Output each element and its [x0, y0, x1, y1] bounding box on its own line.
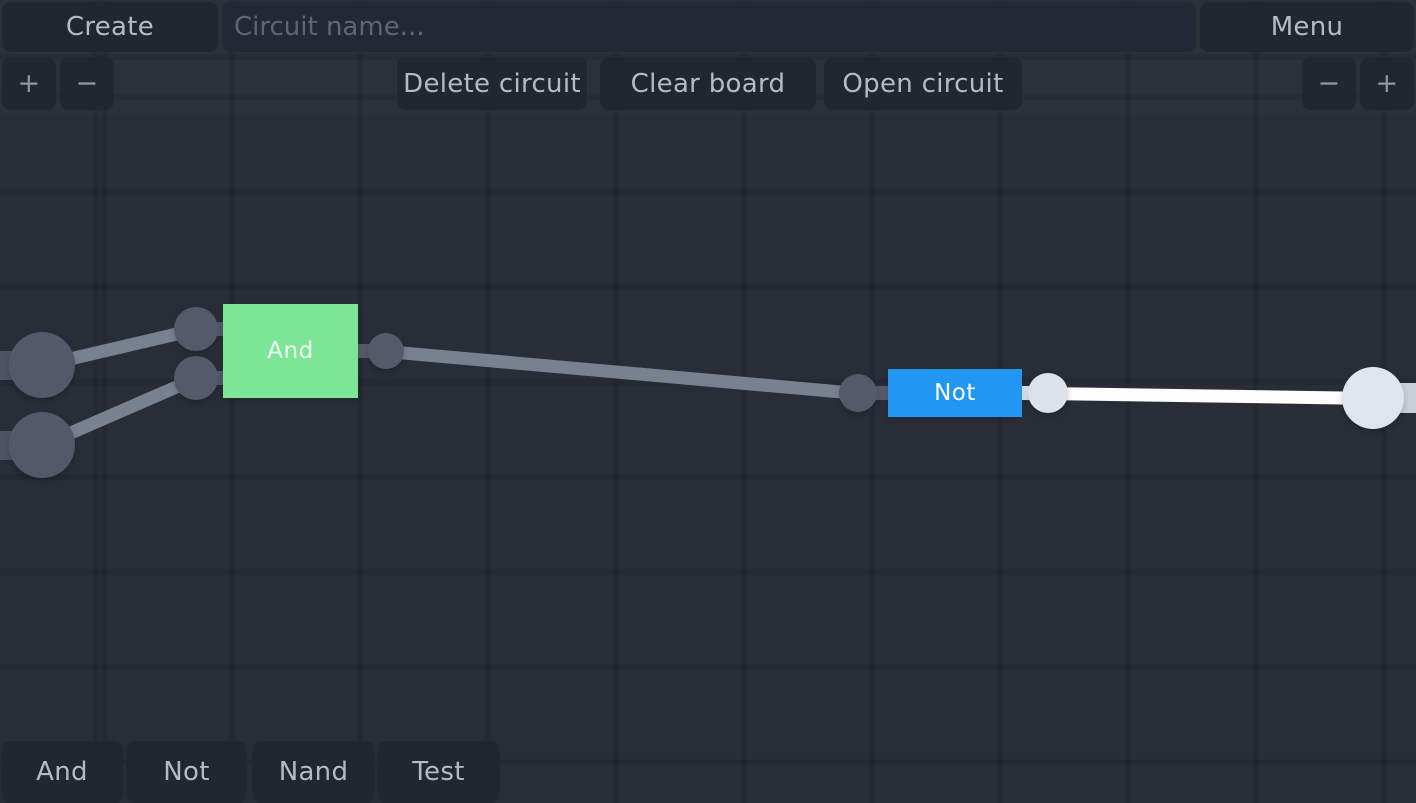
palette-item-and[interactable]: And [1, 741, 123, 803]
gate-label: Not [934, 380, 976, 406]
gate-and[interactable]: And [223, 304, 358, 398]
palette-item-nand[interactable]: Nand [252, 741, 375, 803]
gate-label: And [267, 338, 314, 364]
not-output-pin[interactable] [1028, 373, 1068, 413]
zoom-in-button-left[interactable]: + [2, 57, 56, 110]
output-node[interactable] [1342, 367, 1404, 429]
clear-board-button[interactable]: Clear board [600, 57, 816, 110]
input-node-1[interactable] [9, 332, 75, 398]
palette-item-not[interactable]: Not [126, 741, 247, 803]
gate-not[interactable]: Not [888, 369, 1022, 417]
open-circuit-button[interactable]: Open circuit [824, 57, 1022, 110]
create-button[interactable]: Create [2, 2, 218, 52]
menu-button[interactable]: Menu [1200, 2, 1414, 52]
delete-circuit-button[interactable]: Delete circuit [397, 57, 587, 110]
zoom-out-button-right[interactable]: − [1302, 57, 1356, 110]
palette-item-test[interactable]: Test [377, 741, 500, 803]
wire-not-to-output[interactable] [1047, 386, 1374, 405]
wire-and-to-not[interactable] [385, 344, 859, 400]
input-node-2[interactable] [9, 412, 75, 478]
and-output-pin[interactable] [368, 333, 404, 369]
and-input-pin-2[interactable] [174, 356, 218, 400]
zoom-in-button-right[interactable]: + [1360, 57, 1414, 110]
not-input-pin[interactable] [839, 374, 877, 412]
and-input-pin-1[interactable] [174, 307, 218, 351]
circuit-name-input[interactable] [222, 2, 1196, 52]
zoom-out-button-left[interactable]: − [60, 57, 114, 110]
